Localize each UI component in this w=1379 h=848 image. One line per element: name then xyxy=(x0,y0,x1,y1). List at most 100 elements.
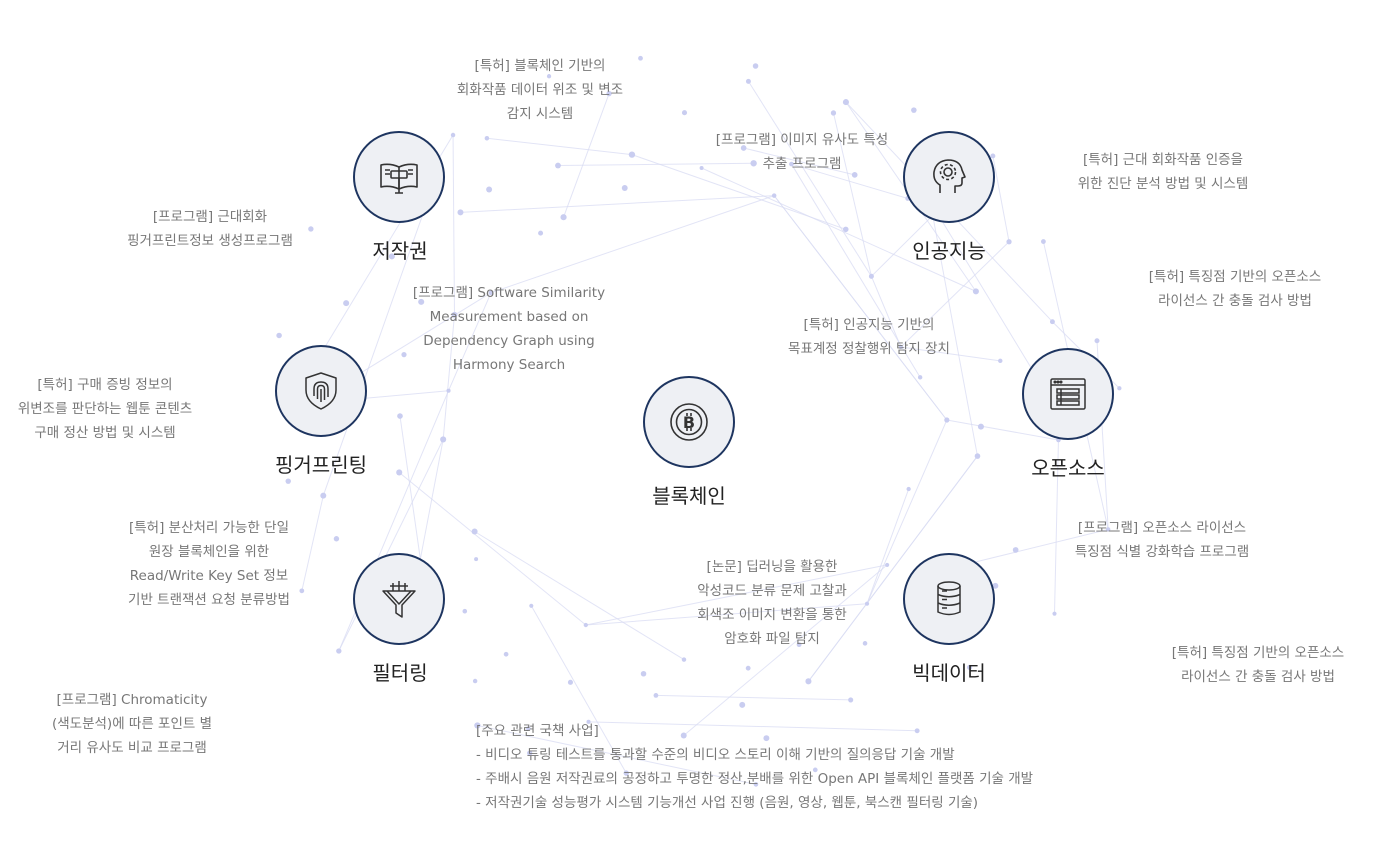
network-dot xyxy=(333,536,340,542)
network-line xyxy=(477,724,757,785)
fingerprint-label: 핑거프린팅 xyxy=(275,453,367,477)
network-dot xyxy=(990,153,996,159)
network-line xyxy=(486,137,633,156)
network-dot xyxy=(796,642,802,648)
network-dot xyxy=(1106,527,1111,532)
network-dot xyxy=(396,469,403,476)
network-dot xyxy=(680,732,687,739)
ai-node[interactable] xyxy=(903,131,995,223)
network-dot xyxy=(967,664,973,670)
network-dot xyxy=(911,107,917,113)
network-dot xyxy=(745,665,751,671)
network-dot xyxy=(555,162,561,169)
opensource-node[interactable] xyxy=(1022,348,1114,440)
network-dot xyxy=(1094,338,1100,344)
blockchain-node[interactable]: B xyxy=(643,376,735,468)
network-line xyxy=(701,167,977,292)
network-dot xyxy=(842,226,849,233)
network-line xyxy=(900,241,1010,348)
network-dot xyxy=(681,110,688,116)
head-gear-icon xyxy=(933,159,966,193)
book-gavel-icon xyxy=(380,163,418,194)
network-dot xyxy=(546,74,552,79)
network-dot xyxy=(462,608,468,614)
network-dot xyxy=(914,728,920,734)
annotation-chromaticity-program: [프로그램] Chromaticity (색도분석)에 따른 포인트 별 거리 … xyxy=(51,692,213,756)
network-dot xyxy=(653,693,659,698)
blockchain-label: 블록체인 xyxy=(652,484,726,508)
network-dot xyxy=(583,622,588,628)
network-dot xyxy=(486,186,493,193)
bigdata-node[interactable] xyxy=(903,553,995,645)
network-dot xyxy=(977,423,984,430)
network-dot xyxy=(745,78,751,84)
network-dot xyxy=(457,209,464,216)
network-dot xyxy=(397,413,403,419)
network-dot xyxy=(851,172,858,178)
network-dot xyxy=(638,55,643,61)
network-dot xyxy=(862,641,868,646)
annotation-ai-reconnaissance-patent: [특허] 인공지능 기반의 목표계정 정찰행위 탐지 장치 xyxy=(788,317,950,357)
network-dot xyxy=(974,453,981,459)
network-dot xyxy=(285,478,291,484)
network-line xyxy=(773,195,948,421)
network-dot xyxy=(623,770,629,776)
network-dot xyxy=(906,486,911,492)
network-dot xyxy=(474,722,481,729)
network-dot xyxy=(471,528,478,535)
network-line xyxy=(530,605,627,774)
network-line xyxy=(460,195,775,213)
network-line xyxy=(929,201,978,457)
network-line xyxy=(832,112,872,277)
network-dot xyxy=(567,679,574,685)
network-dot xyxy=(1049,319,1055,325)
annotation-malware-paper: [논문] 딥러닝을 활용한 악성코드 분류 문제 고찰과 회색조 이미지 변환을… xyxy=(697,559,847,647)
network-dot xyxy=(1117,386,1122,391)
network-dot xyxy=(972,288,979,295)
annotation-opensource-rl-program: [프로그램] 오픈소스 라이선스 특징점 식별 강화학습 프로그램 xyxy=(1074,520,1250,560)
network-dot xyxy=(917,375,923,380)
filtering-label: 필터링 xyxy=(372,661,428,685)
bigdata-label: 빅데이터 xyxy=(912,661,986,685)
copyright-node[interactable] xyxy=(353,131,445,223)
network-dot xyxy=(992,582,999,589)
network-dot xyxy=(812,767,818,773)
network-line xyxy=(946,419,1059,441)
network-dot xyxy=(529,603,534,608)
network-line xyxy=(588,721,918,732)
network-dot xyxy=(484,135,490,141)
network-dot xyxy=(503,651,509,657)
network-line xyxy=(969,528,1109,564)
network-line xyxy=(866,488,910,604)
fingerprint-node[interactable] xyxy=(275,345,367,437)
copyright-label: 저작권 xyxy=(372,239,428,263)
funnel-icon xyxy=(382,581,416,618)
network-dot xyxy=(336,648,342,654)
network-line xyxy=(563,93,610,218)
network-dot xyxy=(640,670,647,677)
annotation-distributed-ledger-patent: [특허] 분산처리 가능한 단일 원장 블록체인을 위한 Read/Write … xyxy=(128,520,290,608)
network-line xyxy=(808,455,978,682)
network-dot xyxy=(1052,611,1057,616)
network-dot xyxy=(885,562,890,567)
annotation-webtoon-purchase-patent: [특허] 구매 증빙 정보의 위변조를 판단하는 웹툰 콘텐츠 구매 정산 방법… xyxy=(17,377,193,441)
network-dot xyxy=(998,358,1003,364)
window-list-icon xyxy=(1050,378,1086,410)
network-line xyxy=(398,472,587,626)
network-dot xyxy=(418,298,425,305)
network-dot xyxy=(451,311,458,318)
network-dot xyxy=(276,332,282,339)
filtering-node[interactable] xyxy=(353,553,445,645)
bitcoin-icon: B xyxy=(670,403,708,441)
network-dot xyxy=(864,601,870,606)
annotation-painting-authentication-patent: [특허] 근대 회화작품 인증을 위한 진단 분석 방법 및 시스템 xyxy=(1077,152,1249,192)
network-dot xyxy=(299,588,305,594)
network-dot xyxy=(898,344,903,350)
network-dot xyxy=(830,110,837,116)
network-line xyxy=(748,81,872,277)
annotation-opensource-license-patent-2: [특허] 특징점 기반의 오픈소스 라이선스 간 충돌 검사 방법 xyxy=(1171,645,1345,685)
network-line xyxy=(870,276,902,348)
ai-label: 인공지능 xyxy=(912,239,986,263)
database-icon xyxy=(937,581,961,616)
network-line xyxy=(900,346,1001,362)
